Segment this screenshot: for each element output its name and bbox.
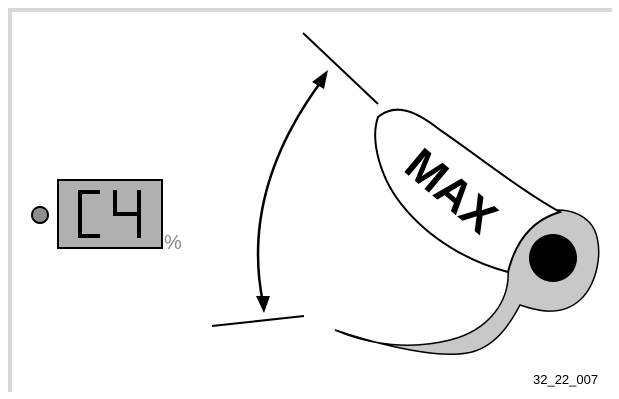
upper-stop-line [302, 32, 379, 105]
arrowhead-bottom-icon [256, 296, 270, 313]
indicator-led [31, 206, 49, 224]
unit-label: % [164, 232, 182, 254]
travel-arc [256, 78, 325, 304]
lcd-display [57, 179, 163, 249]
arrowhead-top-icon [312, 70, 328, 89]
figure-ref: 32_22_007 [533, 372, 598, 387]
lower-stop-line [211, 315, 305, 327]
pivot-icon [529, 234, 577, 282]
max-label-plate [374, 108, 563, 274]
lcd-readout [78, 190, 141, 238]
